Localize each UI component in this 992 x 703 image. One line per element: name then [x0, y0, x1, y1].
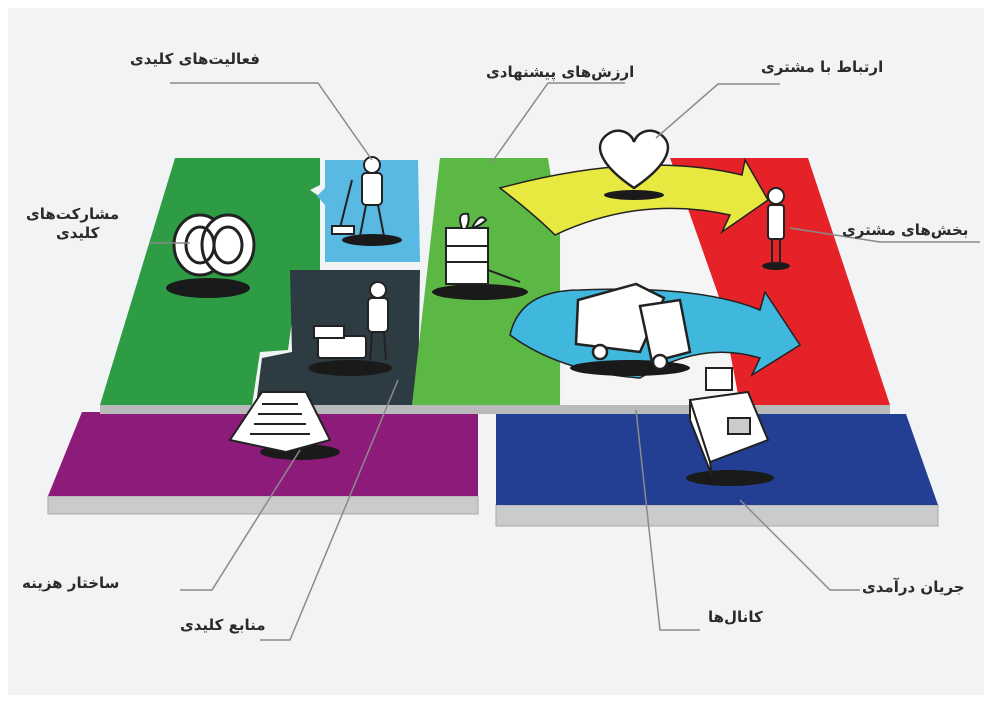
customer-relationships-label: ارتباط با مشتری [761, 58, 884, 76]
revenue-streams-side [495, 504, 939, 527]
truck-icon [570, 282, 692, 376]
leader-lines [150, 82, 980, 641]
rings-icon [166, 213, 256, 298]
key-resources-label: منابع کلیدی [180, 616, 266, 634]
worker-cart-icon [308, 281, 392, 376]
key-partnerships-label-line1: مشارکت‌های [26, 205, 120, 223]
cash-register-icon [686, 367, 774, 486]
invoice-icon [228, 391, 340, 460]
cost-structure-side [47, 495, 479, 515]
heart-icon [598, 129, 670, 200]
revenue-streams-label: جریان درآمدی [862, 578, 965, 596]
key-partnerships-label-line2: کلیدی [56, 224, 100, 242]
customer-segments-tile [670, 158, 890, 405]
channels-label: کانال‌ها [708, 608, 763, 626]
cost-structure-label: ساختار هزینه [22, 574, 120, 592]
janitor-icon [331, 156, 402, 246]
value-propositions-label: ارزش‌های پیشنهادی [486, 63, 635, 81]
person-icon [762, 187, 790, 270]
top-row-side [100, 405, 890, 414]
key-activities-label: فعالیت‌های کلیدی [130, 50, 260, 68]
gift-cart-icon [432, 212, 528, 300]
customer-segments-label: بخش‌های مشتری [842, 221, 969, 239]
